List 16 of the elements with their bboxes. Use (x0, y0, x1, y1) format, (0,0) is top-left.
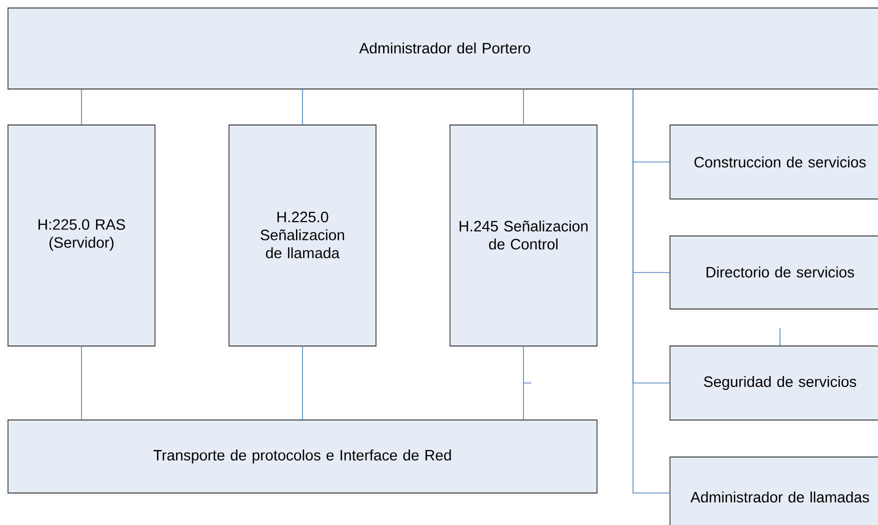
connector-line (81, 346, 82, 420)
connector-line (302, 346, 303, 420)
process-box: Seguridad de servicios (670, 346, 878, 420)
transport-band: Transporte de protocolos e Interface de Red (8, 420, 598, 494)
process-box: Construccion de servicios (670, 124, 878, 200)
manager-band: Administrador del Portero (8, 8, 878, 90)
connector-line (302, 88, 303, 126)
process-box: Administrador de llamadas (670, 456, 878, 525)
process-box: H.245 Señalizacion de Control (450, 124, 598, 346)
process-box: H:225.0 RAS (Servidor) (8, 124, 156, 346)
process-box: Directorio de servicios (670, 236, 878, 310)
connector-line (632, 88, 670, 494)
connector-line (81, 88, 82, 126)
connector-line (523, 88, 524, 126)
connector-line (523, 346, 524, 420)
process-box: H.225.0 Señalizacion de llamada (228, 124, 376, 346)
